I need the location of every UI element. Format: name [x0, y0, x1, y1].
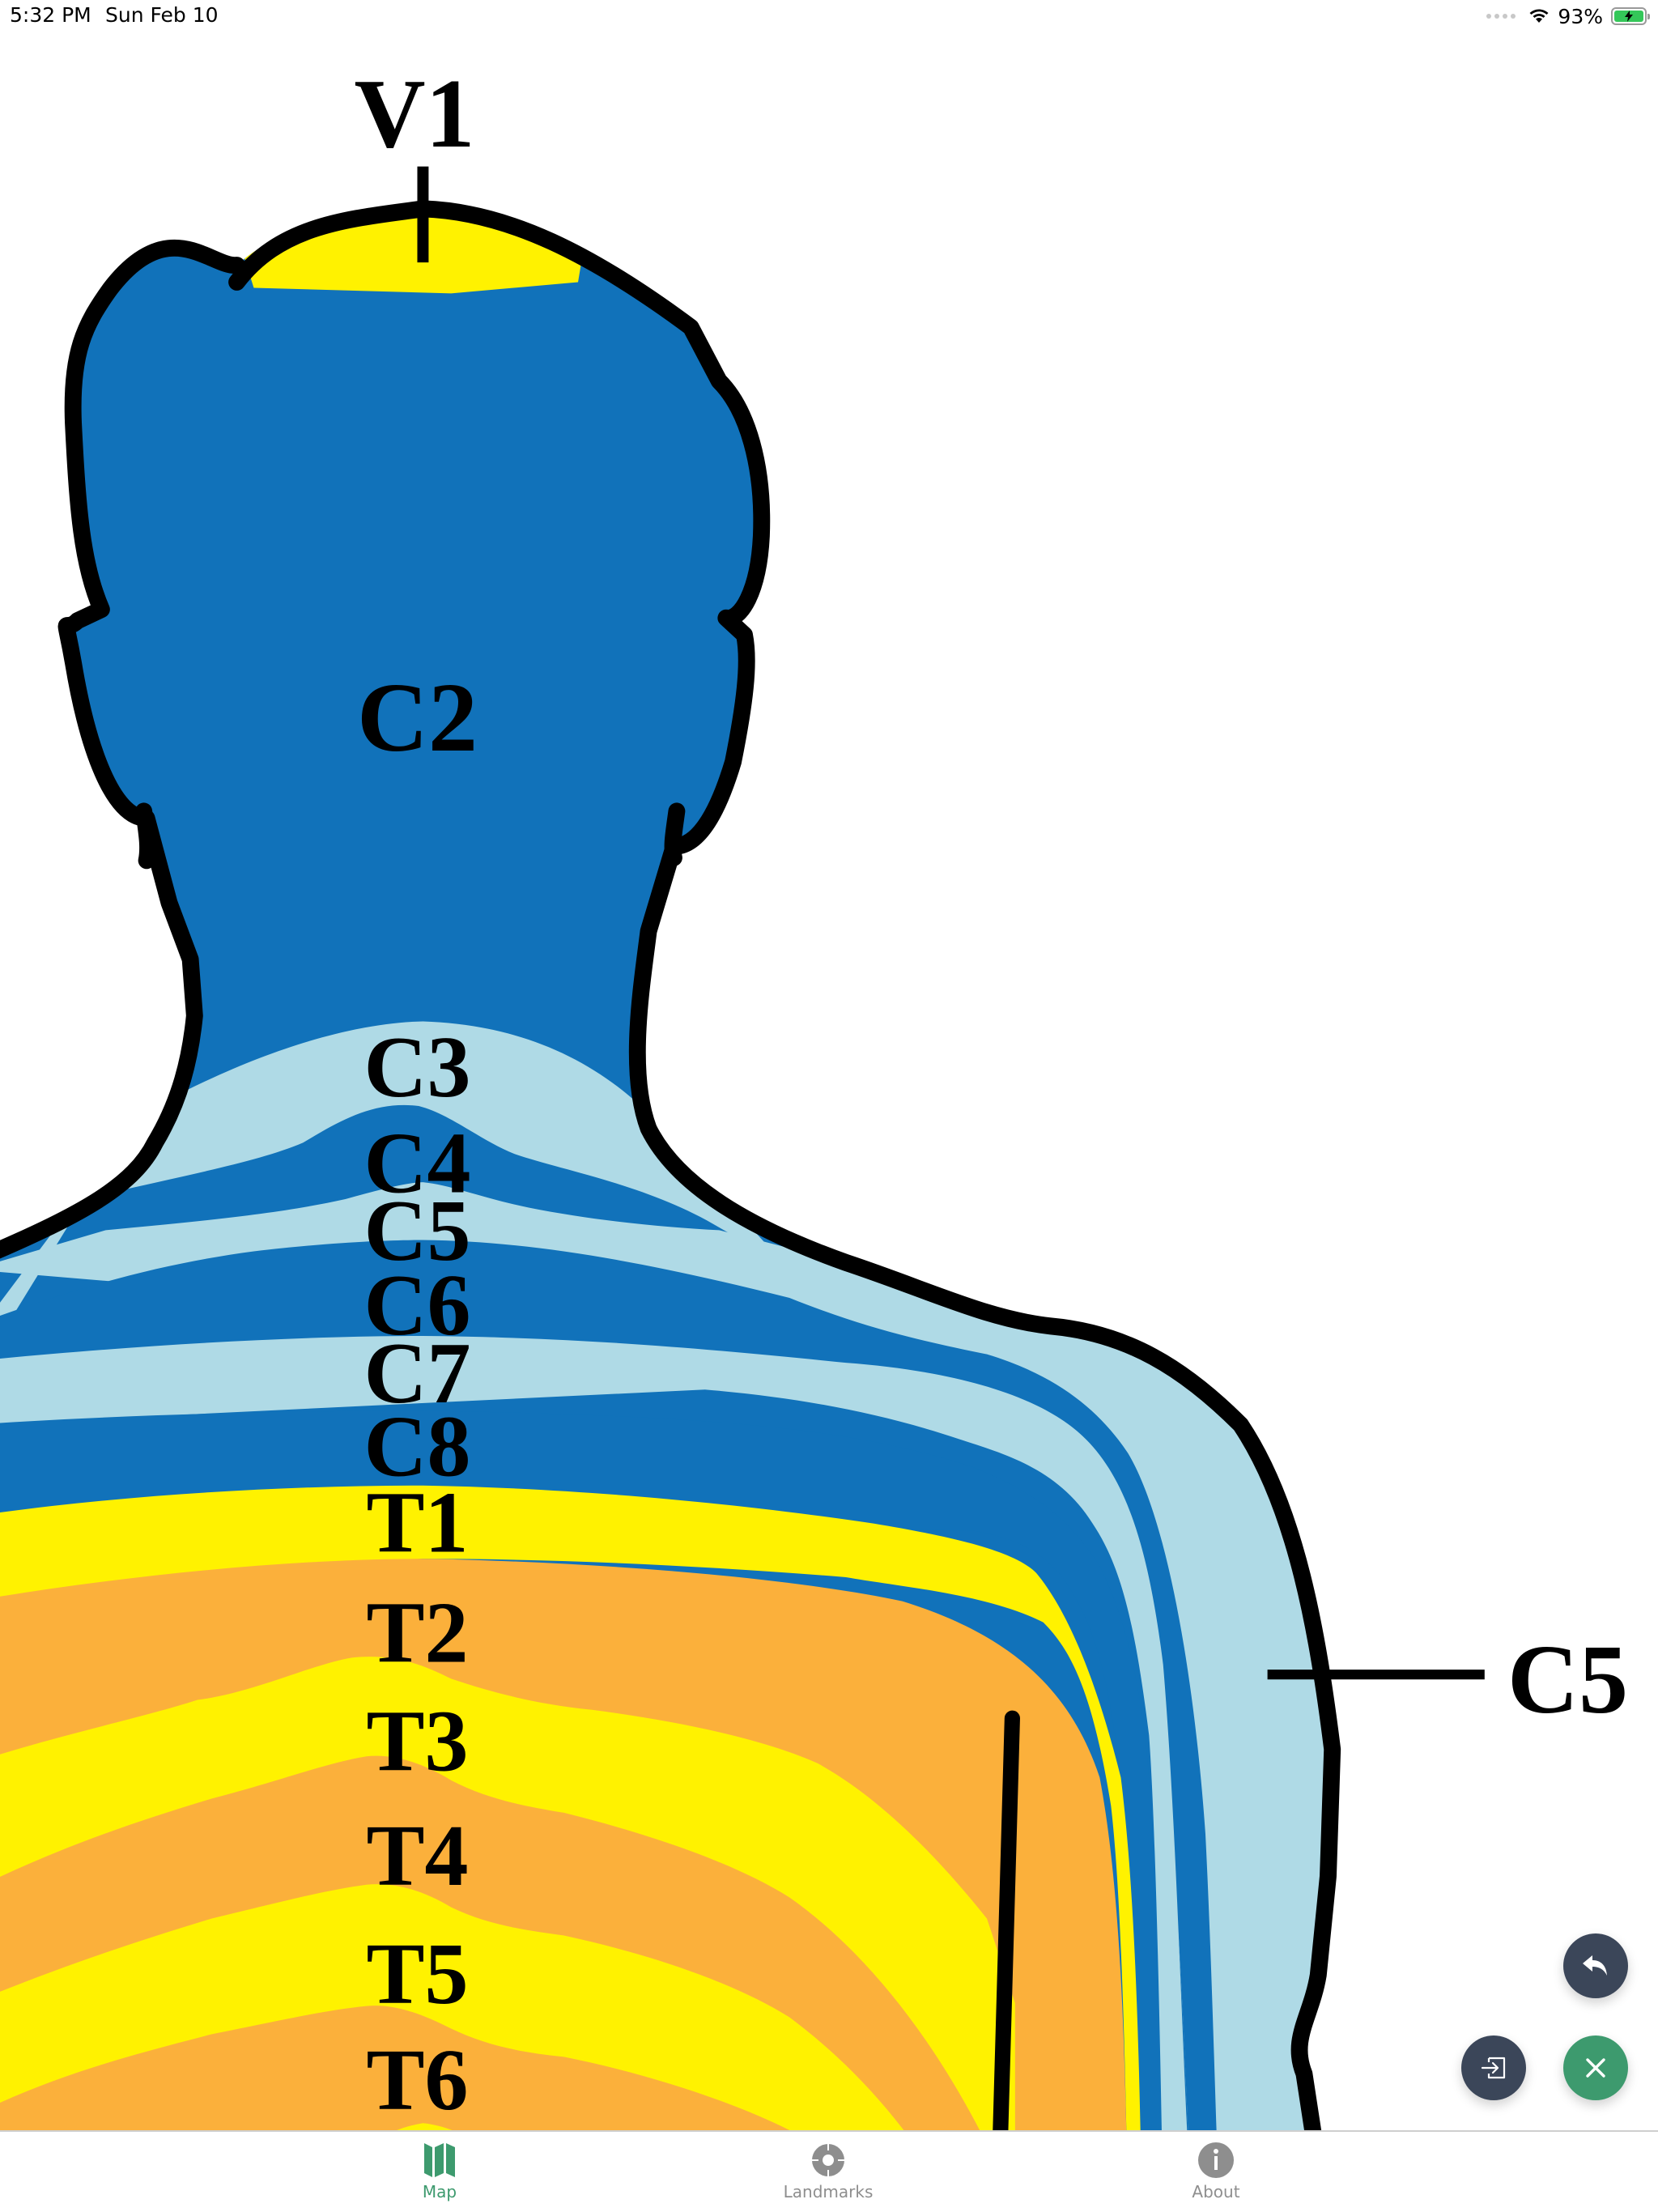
region-c8: [0, 1410, 1163, 2130]
label-t6[interactable]: T6: [366, 2032, 468, 2129]
battery-percent: 93%: [1558, 4, 1603, 28]
label-c6[interactable]: C6: [364, 1257, 471, 1354]
tab-landmarks-label: Landmarks: [783, 2182, 874, 2201]
ear-right: [664, 802, 686, 866]
close-button[interactable]: [1563, 2035, 1628, 2100]
cellular-signal-icon: [1486, 14, 1516, 19]
label-c2[interactable]: C2: [357, 663, 478, 772]
label-c5[interactable]: C5: [364, 1183, 471, 1279]
landmark-target-icon: [811, 2143, 845, 2177]
undo-button[interactable]: [1563, 1933, 1628, 1998]
map-icon: [424, 2143, 455, 2177]
battery-icon: [1611, 7, 1650, 25]
tab-map[interactable]: Map: [359, 2140, 521, 2205]
label-c4[interactable]: C4: [364, 1115, 471, 1211]
label-t4[interactable]: T4: [366, 1808, 468, 1904]
tab-about-label: About: [1192, 2182, 1240, 2201]
label-t1[interactable]: T1: [366, 1475, 468, 1572]
label-t5[interactable]: T5: [366, 1926, 468, 2023]
dermatome-map[interactable]: V1 C2 C3 C4 C5 C6 C7 C8 T1 T2 T3 T4 T5 T…: [0, 0, 1658, 2130]
import-icon: [1481, 2057, 1506, 2079]
scapula-line: [993, 1710, 1020, 2130]
body-outline: [0, 200, 1341, 2130]
label-c8[interactable]: C8: [364, 1398, 471, 1495]
label-c7[interactable]: C7: [364, 1325, 471, 1422]
label-t2[interactable]: T2: [366, 1585, 468, 1681]
region-c6: [0, 1240, 1220, 2130]
wifi-icon: [1529, 9, 1549, 23]
label-t3[interactable]: T3: [366, 1694, 468, 1790]
charging-bolt-icon: [1625, 11, 1633, 22]
status-time: 5:32 PM: [10, 3, 91, 27]
dermatome-illustration[interactable]: V1 C2 C3 C4 C5 C6 C7 C8 T1 T2 T3 T4 T5 T…: [0, 0, 1658, 2130]
import-button[interactable]: [1461, 2035, 1526, 2100]
label-c3[interactable]: C3: [364, 1019, 471, 1116]
label-v1[interactable]: V1: [355, 59, 475, 168]
region-t1: [0, 1485, 1142, 2130]
info-icon: [1198, 2142, 1234, 2178]
ear-left: [135, 802, 156, 870]
tab-about[interactable]: About: [1135, 2140, 1297, 2205]
region-t6: [0, 2006, 931, 2130]
status-bar: 5:32 PM Sun Feb 10 93%: [0, 0, 1658, 36]
tab-bar: Map Landmarks About: [0, 2130, 1658, 2212]
tab-landmarks[interactable]: Landmarks: [747, 2140, 909, 2205]
status-date: Sun Feb 10: [105, 3, 219, 27]
tab-map-label: Map: [422, 2182, 457, 2201]
undo-icon: [1583, 1955, 1607, 1976]
close-icon: [1586, 2058, 1605, 2078]
callout-label-c5[interactable]: C5: [1507, 1625, 1628, 1734]
status-indicators: 93%: [1486, 3, 1650, 29]
